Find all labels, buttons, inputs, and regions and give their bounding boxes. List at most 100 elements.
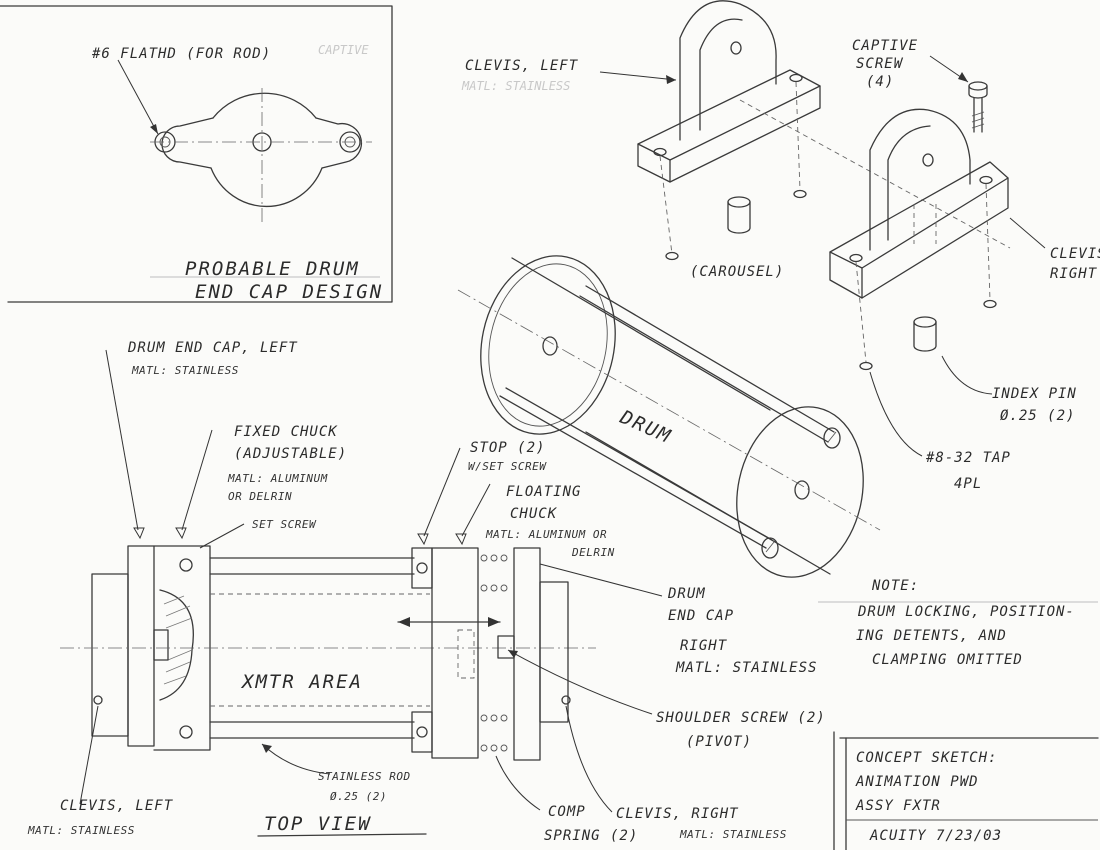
iso-clevis-left-matl: MATL: STAINLESS	[461, 79, 570, 93]
tv-xmtr-label: XMTR AREA	[240, 671, 363, 693]
clevis-left-axis-b	[795, 81, 801, 191]
clevis-right-leader	[1009, 217, 1046, 249]
tv-set-screw-label: SET SCREW	[252, 518, 317, 531]
clevis-right-upright	[869, 108, 971, 251]
tv-set-screw-leader	[199, 523, 245, 549]
clevis-left-base-front	[637, 143, 671, 183]
clevis-left-iso: CLEVIS, LEFT MATL: STAINLESS (CAROUSEL)	[461, 0, 1011, 280]
drum-right-screw-a	[823, 427, 841, 449]
tv-stop-leader	[423, 447, 461, 537]
tv-fixed-chuck-tick	[175, 527, 187, 540]
tv-fixed-chuck-line2: (ADJUSTABLE)	[234, 446, 347, 462]
clevis-right-hole-a	[849, 253, 863, 263]
tv-end-cap-right	[513, 547, 541, 761]
tv-shoulder-arrow	[508, 650, 518, 658]
tv-rod-line2: Ø.25 (2)	[330, 790, 387, 803]
clevis-centerline	[739, 99, 1011, 249]
clevis-left-arrow	[666, 75, 676, 84]
tv-comp-line2: SPRING (2)	[544, 828, 638, 844]
clevis-right-axis-a	[855, 261, 867, 363]
iso-clevis-right-line1: CLEVIS,	[1050, 246, 1100, 262]
tapped-hole-b	[983, 299, 997, 309]
note-line2: ING DETENTS, AND	[856, 628, 1007, 644]
clevis-left-upright-inner	[699, 18, 743, 131]
drum-centerline	[457, 289, 881, 531]
iso-drum-label: DRUM	[616, 406, 675, 448]
note-heading: NOTE:	[871, 578, 919, 594]
drum-end-right	[736, 406, 864, 578]
tv-clevis-left-leader	[79, 705, 99, 805]
tv-fixed-chuck-line3: MATL: ALUMINUM	[227, 472, 328, 485]
end-cap-top-arc	[212, 92, 317, 119]
tv-springs	[480, 554, 508, 752]
captive-screw-head-side	[968, 85, 988, 99]
index-pin-right-top	[913, 316, 937, 328]
tv-stop-line2: W/SET SCREW	[468, 460, 547, 473]
tv-fixed-chuck-leader	[181, 429, 213, 531]
tv-floating-line1: FLOATING	[506, 484, 581, 500]
tv-floating-chuck	[431, 547, 479, 759]
clevis-right-upright-inner	[887, 125, 931, 241]
top-view: XMTR AREA DRUM END CAP, LEFT MATL: STAIN…	[27, 340, 826, 844]
tv-end-cap-left-line1: DRUM END CAP, LEFT	[127, 340, 298, 356]
note-block: NOTE: DRUM LOCKING, POSITION- ING DETENT…	[818, 578, 1098, 668]
tv-clevis-right-leader	[565, 705, 613, 813]
drum-right-screw-b	[761, 537, 779, 559]
tv-travel-arrowhead-r	[488, 617, 500, 627]
index-pin-leader	[941, 355, 993, 395]
tv-title: TOP VIEW	[264, 813, 372, 835]
tv-end-cap-left-line2: MATL: STAINLESS	[131, 364, 239, 377]
clevis-left-upright	[679, 0, 777, 141]
tv-shoulder-leader	[507, 649, 653, 715]
end-cap-bottom-arc	[210, 167, 323, 208]
tv-shoulder-line1: SHOULDER SCREW (2)	[656, 710, 826, 726]
drum-end-left-inner	[488, 263, 608, 427]
title-line3: ASSY FXTR	[855, 798, 941, 814]
tv-stop-line1: STOP (2)	[470, 440, 545, 456]
iso-captive-line3: (4)	[866, 74, 894, 90]
clevis-left-pivot-hole	[730, 41, 742, 55]
tv-fixed-chuck-line4: OR DELRIN	[228, 490, 292, 503]
index-pin-left-top	[727, 196, 751, 208]
tv-end-cap-left	[127, 545, 155, 747]
tv-chuck-nub	[153, 629, 169, 661]
tv-fixed-chuck-line1: FIXED CHUCK	[234, 424, 338, 440]
screw-label: #6 FLATHD (FOR ROD)	[91, 46, 271, 62]
tv-clevis-right-line1: CLEVIS, RIGHT	[616, 806, 739, 822]
drum-end-left	[480, 255, 616, 435]
tv-end-cap-right-line3: RIGHT	[680, 638, 728, 654]
index-pin-right	[913, 321, 937, 352]
tv-clevis-right-line2: MATL: STAINLESS	[679, 828, 787, 841]
ghost-label: CAPTIVE	[318, 43, 369, 57]
screw-slot-b	[765, 541, 775, 553]
tv-title-underline	[257, 833, 427, 837]
inset-caption-line2: END CAP DESIGN	[195, 281, 383, 303]
clevis-left-leader	[599, 71, 677, 81]
drum-rod-bottom-b	[505, 387, 773, 541]
tv-set-screw-bottom	[179, 725, 193, 739]
clevis-right-base-front	[829, 251, 863, 299]
screw-leader-arrow	[150, 124, 158, 134]
tv-chuck-hatch	[163, 595, 193, 685]
tv-stop-bottom	[411, 711, 433, 753]
clevis-left-base-top	[637, 69, 821, 161]
clevis-right-axis-b	[985, 183, 991, 301]
tv-travel-arrowhead-l	[398, 617, 410, 627]
tv-clevis-right-hole	[561, 695, 571, 705]
note-line3: CLAMPING OMITTED	[872, 652, 1023, 668]
inset-caption-line1: PROBABLE DRUM	[185, 258, 360, 280]
inset-border	[0, 5, 393, 303]
note-line1: DRUM LOCKING, POSITION-	[857, 604, 1075, 620]
iso-carousel: (CAROUSEL)	[690, 264, 784, 280]
tv-end-cap-right-line4: MATL: STAINLESS	[675, 660, 817, 676]
iso-captive-line2: SCREW	[856, 56, 904, 72]
iso-tapped-line2: 4PL	[954, 476, 982, 492]
end-cap-inset: #6 FLATHD (FOR ROD) CAPTIVE PROBABLE DRU…	[0, 5, 393, 303]
tv-floating-line2: CHUCK	[510, 506, 558, 522]
tv-fixed-chuck-cutaway	[159, 589, 194, 701]
tv-end-cap-right-line1: DRUM	[667, 586, 706, 602]
drum-right-center-hole	[794, 480, 810, 500]
iso-clevis-left: CLEVIS, LEFT	[465, 58, 579, 74]
screw-leader	[117, 59, 159, 135]
